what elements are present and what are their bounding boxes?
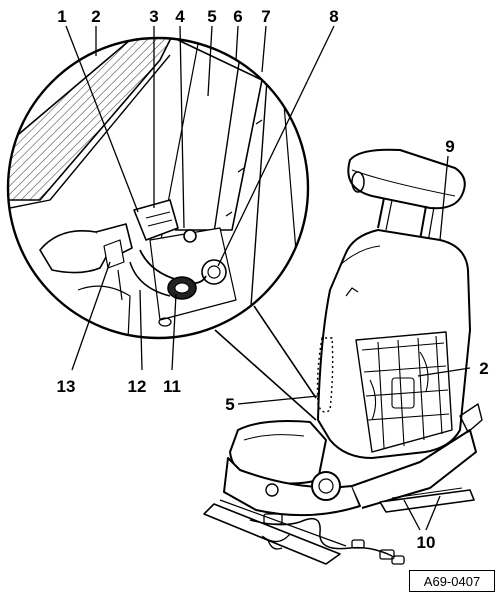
seat-rail [379,489,475,513]
headrest-post [377,197,385,229]
grommet [201,259,227,285]
callout-3: 3 [149,7,158,26]
callout-2: 2 [91,7,100,26]
callout-6: 6 [233,7,242,26]
callout-5-seat: 5 [225,395,234,414]
callout-10: 10 [417,533,436,552]
callout-9: 9 [445,137,454,156]
callout-13: 13 [57,377,76,396]
callout-5: 5 [207,7,216,26]
seat-assembly [203,148,483,565]
callout-1: 1 [57,7,66,26]
figure-reference-label: A69-0407 [409,570,495,592]
magnified-detail [6,36,310,340]
seat-rail [203,503,341,565]
headrest-post [419,205,427,241]
callout-2-seat: 2 [479,359,488,378]
callout-12: 12 [128,377,147,396]
callout-8: 8 [329,7,338,26]
projection-lines [214,305,334,421]
headrest [347,148,466,210]
connector-housing [133,199,179,241]
callout-4: 4 [175,7,185,26]
leader-lines [65,25,471,531]
recline-knob [311,471,341,501]
callout-7: 7 [261,7,270,26]
backrest [317,229,471,459]
backrest-frame [355,331,453,453]
detail-outline-on-seat [316,337,334,413]
callout-11: 11 [163,377,181,396]
